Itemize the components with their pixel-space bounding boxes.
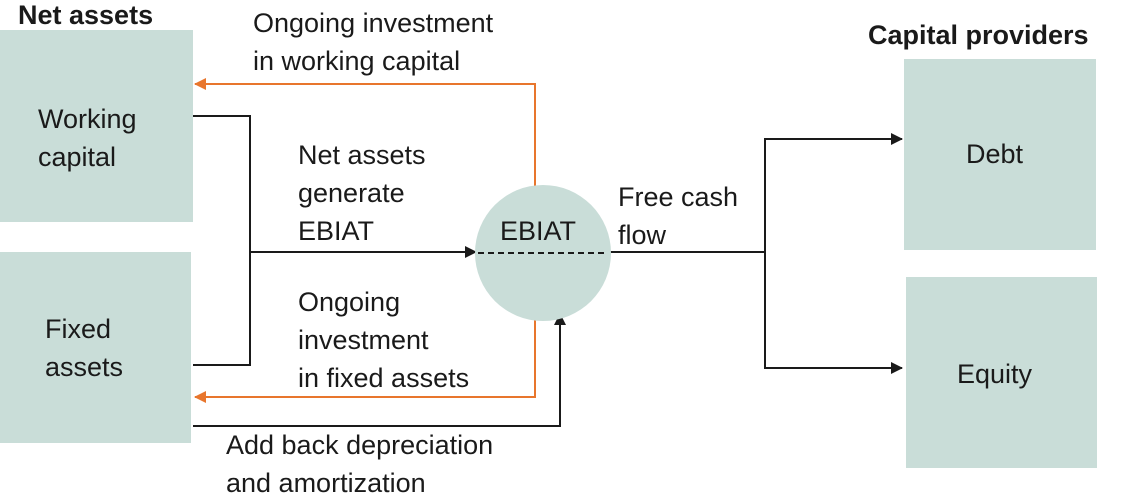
add-back-depreciation-arrow	[193, 313, 566, 427]
ongoing-fixed-investment-label: Ongoing investment in fixed assets	[298, 287, 470, 393]
working-capital-label: Working capital	[38, 104, 137, 172]
capital-providers-heading: Capital providers	[868, 20, 1089, 50]
fixed-assets-label: Fixed assets	[45, 314, 124, 382]
debt-label: Debt	[966, 139, 1024, 169]
equity-label: Equity	[957, 359, 1033, 389]
ongoing-wc-investment-label: Ongoing investment in working capital	[253, 8, 494, 76]
ongoing-wc-investment-arrow	[194, 78, 536, 195]
add-back-depreciation-label: Add back depreciation and amortization	[226, 430, 494, 498]
free-cash-flow-label: Free cash flow	[618, 182, 739, 250]
net-assets-heading: Net assets	[18, 0, 154, 30]
fcf-to-debt-arrow	[764, 133, 903, 252]
ebiat-label: EBIAT	[500, 216, 577, 246]
ongoing-fixed-investment-arrow	[194, 312, 536, 403]
net-assets-generate-label: Net assets generate EBIAT	[298, 140, 426, 246]
working-capital-connector	[193, 115, 251, 366]
debt-box: Debt	[904, 59, 1096, 250]
fcf-to-equity-arrow	[764, 252, 903, 374]
working-capital-box: Working capital	[0, 30, 193, 222]
equity-box: Equity	[906, 277, 1097, 468]
fixed-assets-box: Fixed assets	[0, 252, 191, 443]
